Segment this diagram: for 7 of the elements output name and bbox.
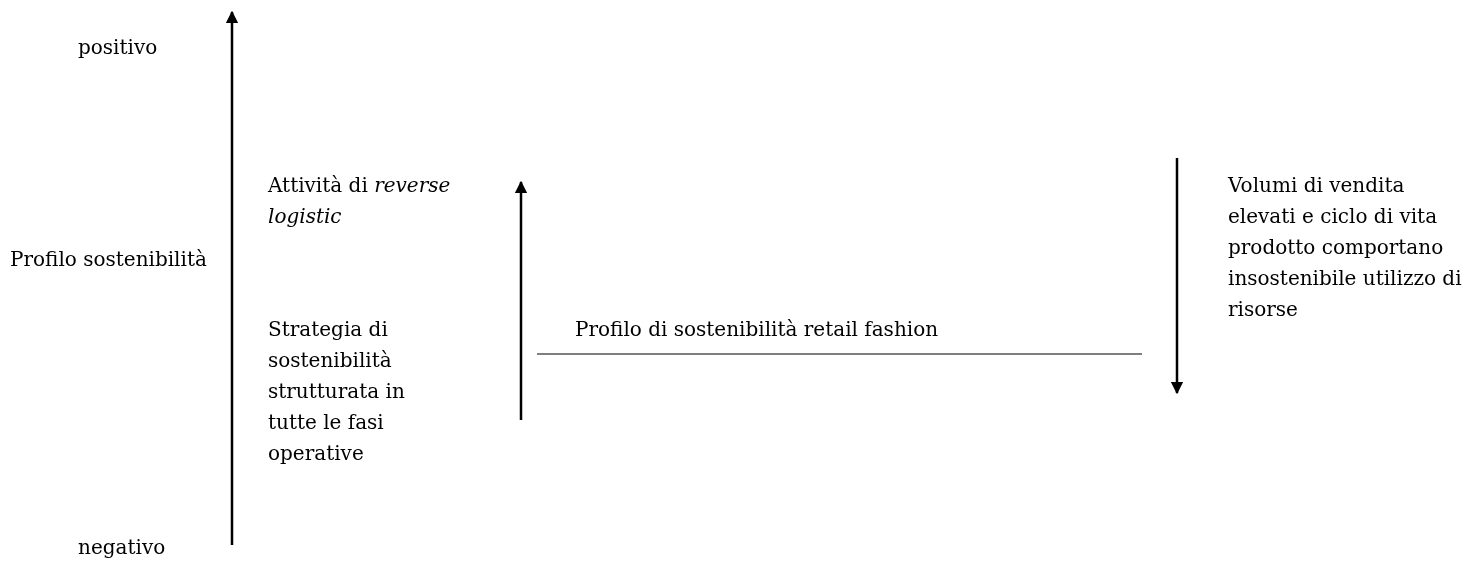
axis-end-label: negativo xyxy=(78,534,167,561)
factor-label: Volumi di vendita elevati e ciclo di vita prodotto comportano insostenibile utilizzo di risorse xyxy=(1228,172,1463,323)
center-label: Profilo di sostenibilità retail fashion xyxy=(575,316,940,343)
axis-end-label: positivo xyxy=(78,34,159,61)
axis-title: Profilo sostenibilità xyxy=(10,246,208,273)
factor-label: Attività di reverse logistic xyxy=(268,172,452,230)
factor-label: Strategia di sostenibilità strutturata in tutte le fasi operative xyxy=(268,316,406,467)
